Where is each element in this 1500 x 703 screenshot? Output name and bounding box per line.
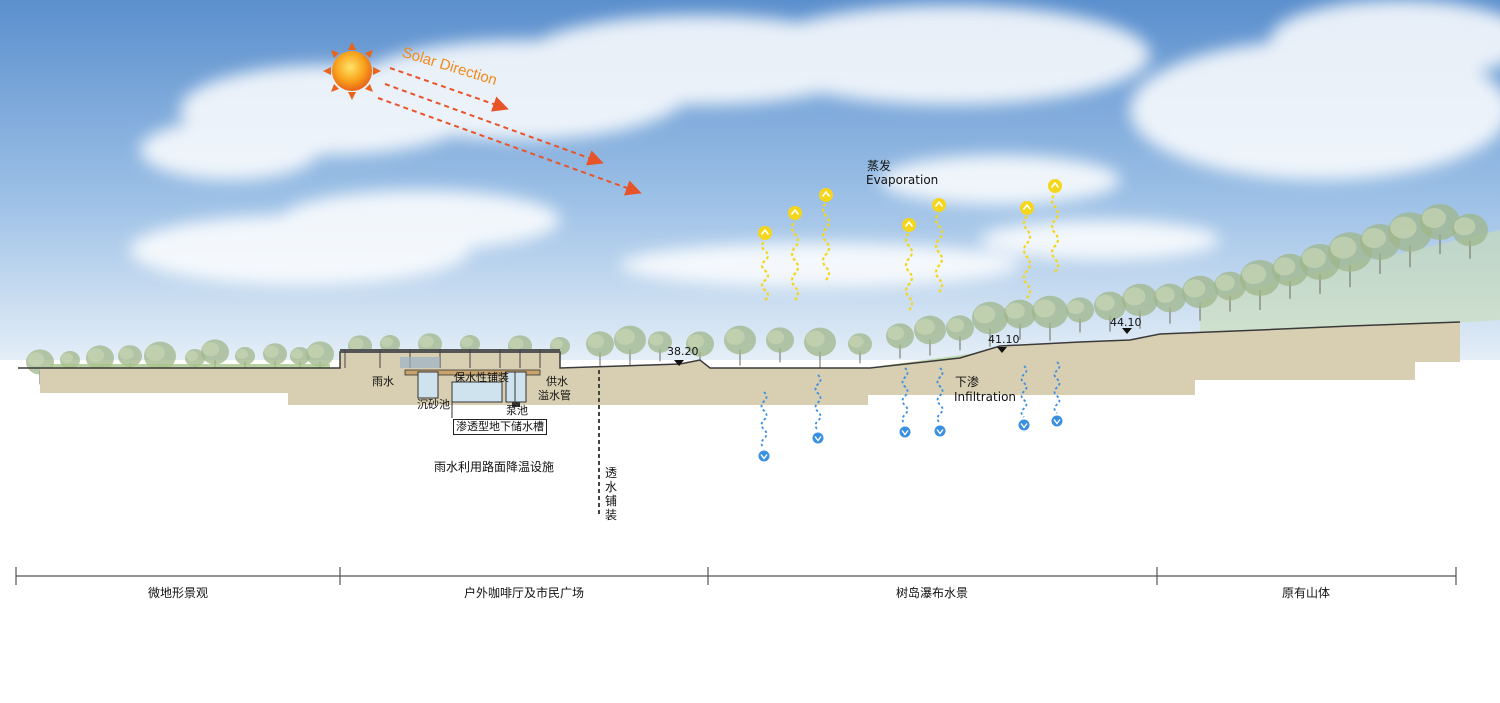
tank-label: 渗透型地下储水槽 [453, 419, 547, 435]
solar-direction-arrows [377, 67, 642, 196]
infiltration-arrow [936, 367, 944, 424]
evaporation-arrow [1050, 193, 1060, 273]
evaporation-label-cn: 蒸发 [867, 159, 892, 173]
facility-title: 雨水利用路面降温设施 [434, 460, 555, 474]
sand-pit-label: 沉砂池 [417, 398, 450, 411]
elevation-label: 38.20 [667, 345, 699, 358]
rain-label: 雨水 [372, 375, 394, 388]
paving-label: 保水性铺装 [454, 371, 509, 384]
ground-section [18, 322, 1460, 405]
zone-label: 微地形景观 [147, 586, 209, 600]
pump-pit-label: 泵池 [506, 404, 528, 417]
zone-label: 树岛瀑布水景 [895, 586, 969, 600]
infiltration-arrows [758, 361, 1063, 462]
trees [26, 204, 1488, 385]
supply-label: 供水 [546, 375, 568, 388]
infiltration-arrow [760, 391, 768, 449]
zone-label: 户外咖啡厅及市民广场 [463, 586, 585, 600]
evaporation-arrow [1022, 215, 1032, 299]
evaporation-arrows [758, 179, 1062, 311]
evaporation-arrow [934, 212, 944, 293]
infiltration-arrow [1053, 361, 1061, 414]
zone-dimension-line [15, 567, 1457, 585]
overflow-label: 溢水管 [538, 389, 571, 402]
evaporation-label-en: Evaporation [866, 173, 939, 187]
permeable-paving-label: 透 水 铺 装 [604, 466, 617, 522]
elevation-label: 41.10 [988, 333, 1020, 346]
infiltration-label-en: Infiltration [954, 390, 1017, 404]
infiltration-label-cn: 下渗 [955, 375, 980, 389]
sun-icon [323, 42, 381, 100]
underground-facility [404, 369, 541, 418]
evaporation-arrow [904, 232, 914, 311]
infiltration-arrow [901, 367, 909, 425]
elevation-label: 44.10 [1110, 316, 1142, 329]
elevation-markers [674, 328, 1132, 366]
evaporation-arrow [790, 220, 800, 301]
cafe-structure [340, 349, 560, 368]
clouds [130, 0, 1500, 287]
evaporation-arrow [760, 240, 770, 301]
zone-label: 原有山体 [1281, 586, 1331, 600]
evaporation-arrow [821, 202, 831, 281]
infiltration-arrow [1020, 365, 1028, 418]
infiltration-arrow [814, 374, 822, 431]
